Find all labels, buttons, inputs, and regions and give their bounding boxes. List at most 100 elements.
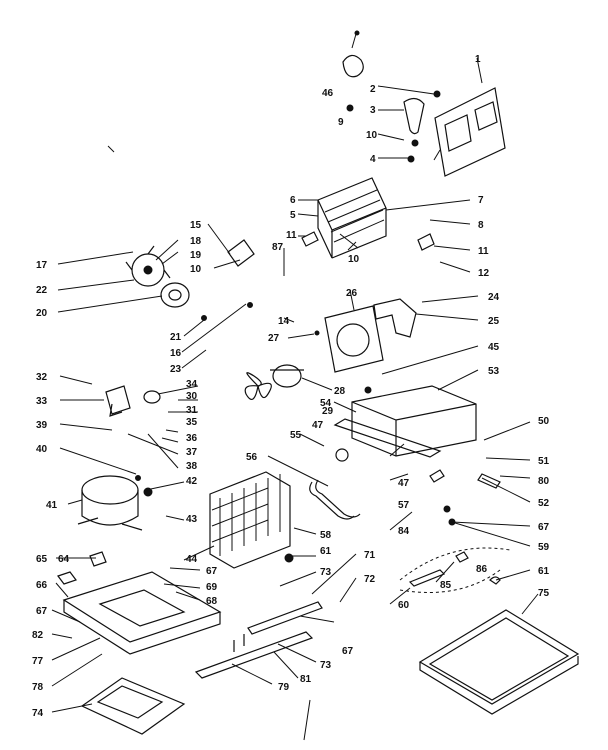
part-81-bracket <box>247 601 323 635</box>
callout: 45 <box>488 342 500 353</box>
callout: 21 <box>170 332 182 343</box>
callout: 5 <box>290 210 296 221</box>
callout: 14 <box>278 316 290 327</box>
callout: 80 <box>538 476 550 487</box>
part-86-parts-group <box>399 547 511 593</box>
callout: 8 <box>478 220 484 231</box>
part-46-thermostat <box>342 30 364 78</box>
callout: 54 <box>320 398 332 409</box>
callout: 64 <box>58 554 70 565</box>
callout: 75 <box>538 588 550 599</box>
callout: 9 <box>338 117 344 128</box>
callout: 85 <box>440 580 452 591</box>
callout: 52 <box>538 498 550 509</box>
callout: 67 <box>342 646 354 657</box>
part-25-bracket <box>373 298 417 338</box>
callout: 61 <box>320 546 332 557</box>
callout: 68 <box>206 596 218 607</box>
callout: 73 <box>320 660 332 671</box>
callout: 53 <box>488 366 500 377</box>
callout: 23 <box>170 364 182 375</box>
callout: 46 <box>322 88 334 99</box>
callout: 10 <box>348 254 360 265</box>
part-34-capacitor <box>143 390 161 404</box>
callout: 11 <box>286 230 297 241</box>
callout: 51 <box>538 456 550 467</box>
callout: 28 <box>334 386 346 397</box>
callout: 67 <box>538 522 550 533</box>
part-11-clip <box>301 231 435 251</box>
callout: 69 <box>206 582 218 593</box>
callout: 57 <box>398 500 410 511</box>
callout: 15 <box>190 220 202 231</box>
callout: 44 <box>186 554 198 565</box>
callout: 18 <box>190 236 202 247</box>
callout: 12 <box>478 268 490 279</box>
callout: 67 <box>36 606 48 617</box>
part-65-component <box>89 551 107 567</box>
callout: 59 <box>538 542 550 553</box>
part-22-fan-assembly <box>125 245 171 287</box>
callout: 42 <box>186 476 198 487</box>
callout: 19 <box>190 250 202 261</box>
callout: 50 <box>538 416 550 427</box>
callout: 10 <box>190 264 202 275</box>
callout: 29 <box>322 406 334 417</box>
leader-lines <box>51 57 539 741</box>
callout: 26 <box>346 288 358 299</box>
callout: 81 <box>300 674 312 685</box>
callout: 35 <box>186 417 198 428</box>
callout: 30 <box>186 391 198 402</box>
part-26-fan-shroud <box>324 305 384 373</box>
callout: 33 <box>36 396 48 407</box>
callout: 77 <box>32 656 44 667</box>
callout: 17 <box>36 260 48 271</box>
part-74-plate <box>80 677 186 735</box>
callout: 1 <box>475 54 481 65</box>
callout: 61 <box>538 566 550 577</box>
callout: 67 <box>206 566 218 577</box>
part-1-control-panel <box>433 87 506 177</box>
callout: 24 <box>488 292 500 303</box>
part-53-housing <box>333 385 477 462</box>
callout: 47 <box>398 478 410 489</box>
callout: 82 <box>32 630 44 641</box>
callout: 39 <box>36 420 48 431</box>
callout: 58 <box>320 530 332 541</box>
callout: 25 <box>488 316 500 327</box>
part-64-pad <box>57 571 77 585</box>
callout: 11 <box>478 246 489 257</box>
callout: 78 <box>32 682 44 693</box>
callout: 38 <box>186 461 198 472</box>
callout: 60 <box>398 600 410 611</box>
callout: 31 <box>186 405 198 416</box>
callout: 6 <box>290 195 296 206</box>
callout: 40 <box>36 444 48 455</box>
callout: 16 <box>170 348 182 359</box>
callout: 3 <box>370 105 376 116</box>
callout: 4 <box>370 154 376 165</box>
callout: 87 <box>272 242 284 253</box>
callout: 56 <box>246 452 258 463</box>
callout: 10 <box>366 130 378 141</box>
callout: 73 <box>320 567 332 578</box>
callout: 47 <box>312 420 324 431</box>
part-52-filter <box>429 469 501 489</box>
callout: 65 <box>36 554 48 565</box>
callout: 84 <box>398 526 410 537</box>
part-33-relay <box>105 385 131 417</box>
callout: 74 <box>32 708 44 719</box>
callout: 71 <box>364 550 376 561</box>
small-screws <box>135 90 456 563</box>
callout: 36 <box>186 433 198 444</box>
callout: 66 <box>36 580 48 591</box>
callout: 55 <box>290 430 302 441</box>
callout: 86 <box>476 564 488 575</box>
part-66-base-frame <box>62 571 222 655</box>
callout: 20 <box>36 308 48 319</box>
part-20-fan-blade <box>160 282 190 308</box>
part-5-evaporator <box>317 177 387 259</box>
part-79-rail <box>194 631 314 679</box>
